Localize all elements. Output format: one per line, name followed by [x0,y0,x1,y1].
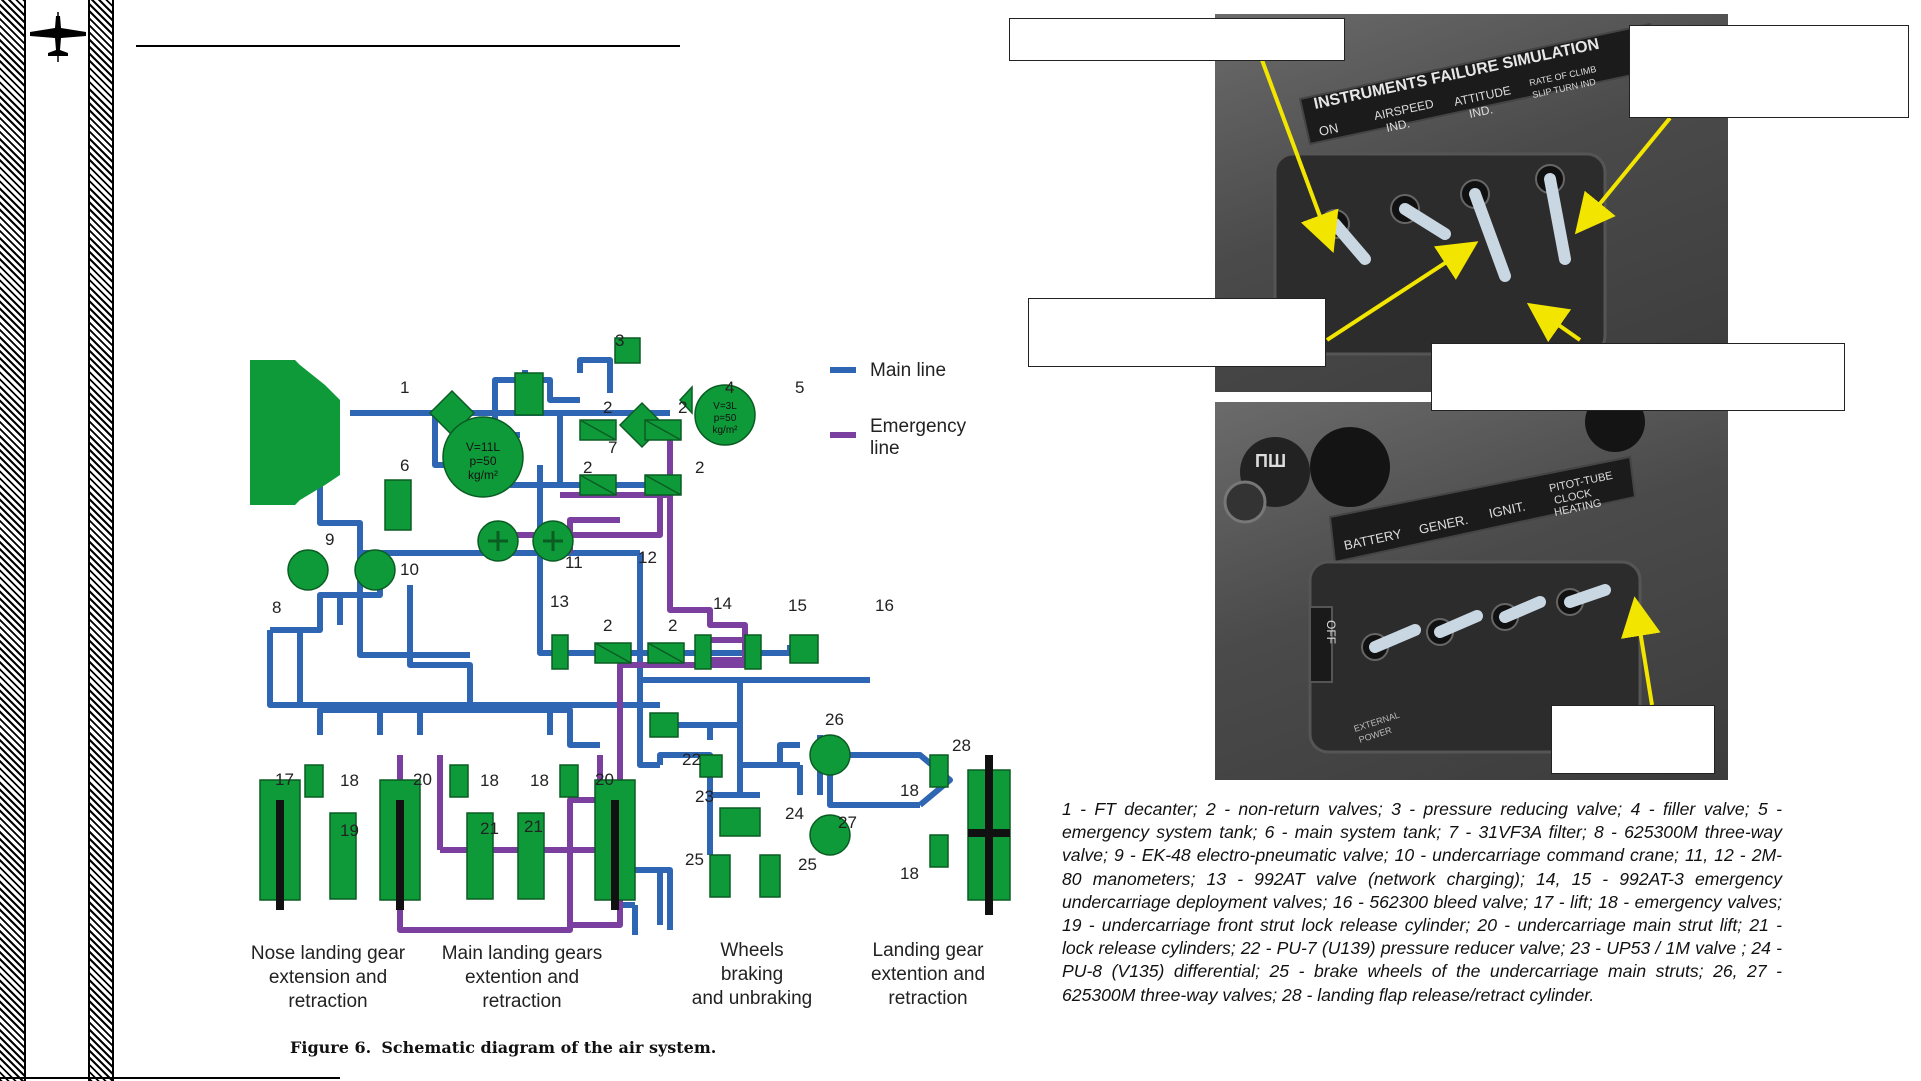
callout-box-top-right [1629,25,1909,118]
tank5-pressure: p=50 [714,413,737,424]
num-18e: 18 [900,864,919,883]
label-pw: ПШ [1255,451,1286,471]
arrow-pitot-switch [1621,596,1661,706]
num-17: 17 [275,770,294,789]
num-10: 10 [400,560,419,579]
figure-caption-text: Schematic diagram of the air system. [381,1038,717,1057]
num-6: 6 [400,456,409,475]
num-2b: 2 [678,398,687,417]
num-22: 22 [682,750,701,769]
num-2e: 2 [603,616,612,635]
emergency-system-tank [694,384,756,446]
group-landing-1: Landing gear [873,940,985,961]
right-hatched-rail [88,0,114,1081]
num-2d: 2 [695,458,704,477]
group-main-3: retraction [482,991,561,1012]
callout-box-middle-right [1431,343,1845,411]
air-system-diagram: V=11L p=50 kg/m² V=3L p=50 kg/m² Main li… [250,331,1011,1012]
num-3: 3 [615,331,624,350]
num-27: 27 [838,813,857,832]
num-18d: 18 [900,781,919,800]
num-5: 5 [795,378,804,397]
pressure-reducing-valve [614,337,641,364]
num-24: 24 [785,804,804,823]
num-12: 12 [638,548,657,567]
group-main-2: extention and [465,967,579,988]
num-21b: 21 [524,817,543,836]
plate-attitude-2: IND. [1468,102,1494,121]
num-8: 8 [272,598,281,617]
aircraft-icon [28,12,88,62]
num-2f: 2 [668,616,677,635]
num-13: 13 [550,592,569,611]
num-14: 14 [713,594,732,613]
num-20b: 20 [595,770,614,789]
group-landing-2: extention and [871,964,985,985]
component-legend: 1 - FT decanter; 2 - non-return valves; … [1062,799,1782,1005]
num-23: 23 [695,787,714,806]
callout-box-bottom [1551,705,1715,774]
num-2c: 2 [583,458,592,477]
tank5-unit: kg/m² [713,425,739,436]
main-system-tank [442,416,524,498]
compressor-block [250,360,340,505]
num-21a: 21 [480,819,499,838]
num-1: 1 [400,378,409,397]
num-4: 4 [725,378,734,397]
legend-emergency-line-2: line [870,438,900,459]
num-15: 15 [788,596,807,615]
callout-box-top-left [1009,18,1345,61]
group-nose-3: retraction [288,991,367,1012]
num-18a: 18 [340,771,359,790]
num-9: 9 [325,530,334,549]
arrow-on-switch [1260,59,1339,254]
tank6-pressure: p=50 [469,454,496,468]
num-20a: 20 [413,770,432,789]
group-nose-2: extension and [269,967,387,988]
group-landing-3: retraction [888,988,967,1009]
plate-on: ON [1318,120,1340,139]
label-off: OFF [1324,620,1338,644]
bottom-rule [0,1077,340,1079]
group-wheels-1: Wheels [720,940,783,961]
plate-airspeed-2: IND. [1385,116,1411,135]
label-ignit: IGNIT. [1488,499,1527,521]
num-2a: 2 [603,398,612,417]
left-hatched-rail [0,0,26,1081]
num-26: 26 [825,710,844,729]
num-11: 11 [565,553,583,572]
callout-box-middle-left [1028,298,1326,367]
num-25b: 25 [798,855,817,874]
figure-caption-label: Figure 6. [290,1038,372,1057]
figure-caption: Figure 6. Schematic diagram of the air s… [290,1038,716,1057]
arrow-airspeed-switch [1325,241,1479,342]
legend-emergency-line-1: Emergency [870,416,967,437]
num-25a: 25 [685,850,704,869]
group-wheels-3: and unbraking [692,988,812,1009]
num-18c: 18 [530,771,549,790]
num-19: 19 [340,821,359,840]
group-main-1: Main landing gears [442,943,603,964]
title-underline [136,45,680,47]
group-wheels-2: braking [721,964,783,985]
pressure-valve-body [514,372,544,416]
tank5-volume: V=3L [713,401,737,412]
group-nose-1: Nose landing gear [251,943,406,964]
num-18b: 18 [480,771,499,790]
legend-main-line: Main line [870,360,946,381]
tank6-unit: kg/m² [468,468,498,482]
arrow-attitude-switch [1526,302,1582,343]
tank6-volume: V=11L [466,440,500,454]
num-28: 28 [952,736,971,755]
num-7: 7 [608,438,617,457]
arrow-climb-switch [1574,116,1672,235]
num-16: 16 [875,596,894,615]
